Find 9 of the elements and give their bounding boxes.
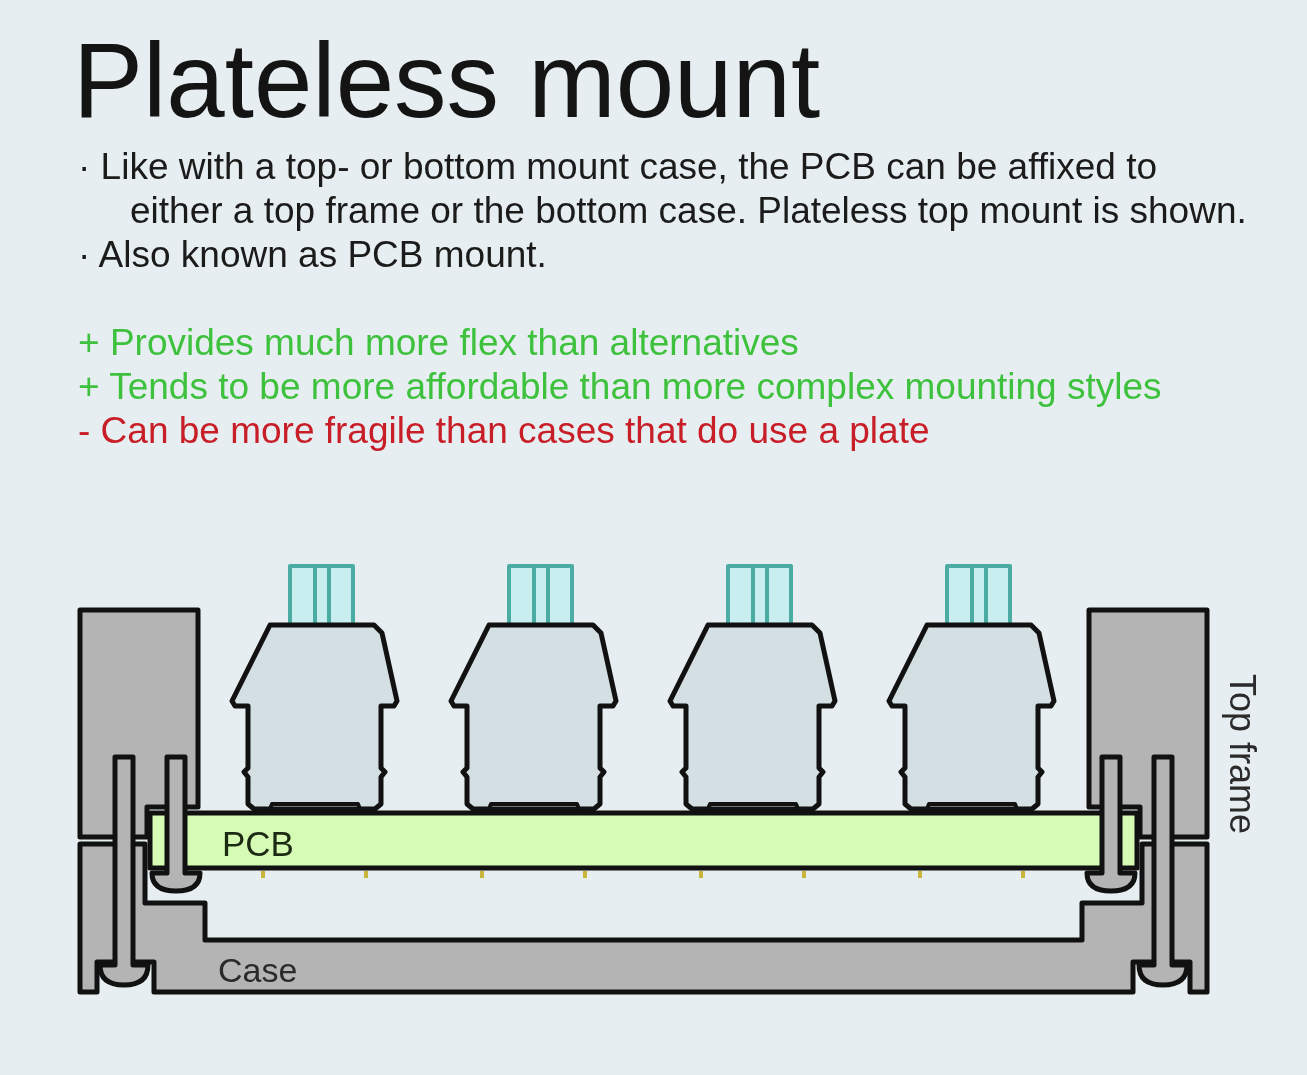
- bullet-text: · Also known as PCB mount.: [78, 233, 547, 277]
- part-label: Case: [218, 953, 298, 987]
- page-title: Plateless mount: [73, 28, 821, 133]
- part-label: PCB: [222, 826, 294, 861]
- advantage-text: + Provides much more flex than alternatives: [78, 321, 799, 365]
- bullet-text: · Like with a top- or bottom mount case, the PCB can be affixed to either a top frame or the bottom case. Plateless top mount is shown.: [78, 145, 1248, 233]
- advantage-text: + Tends to be more affordable than more complex mounting styles: [78, 365, 1162, 409]
- disadvantage-text: - Can be more fragile than cases that do use a plate: [78, 409, 930, 453]
- part-label: Top frame: [1224, 674, 1260, 835]
